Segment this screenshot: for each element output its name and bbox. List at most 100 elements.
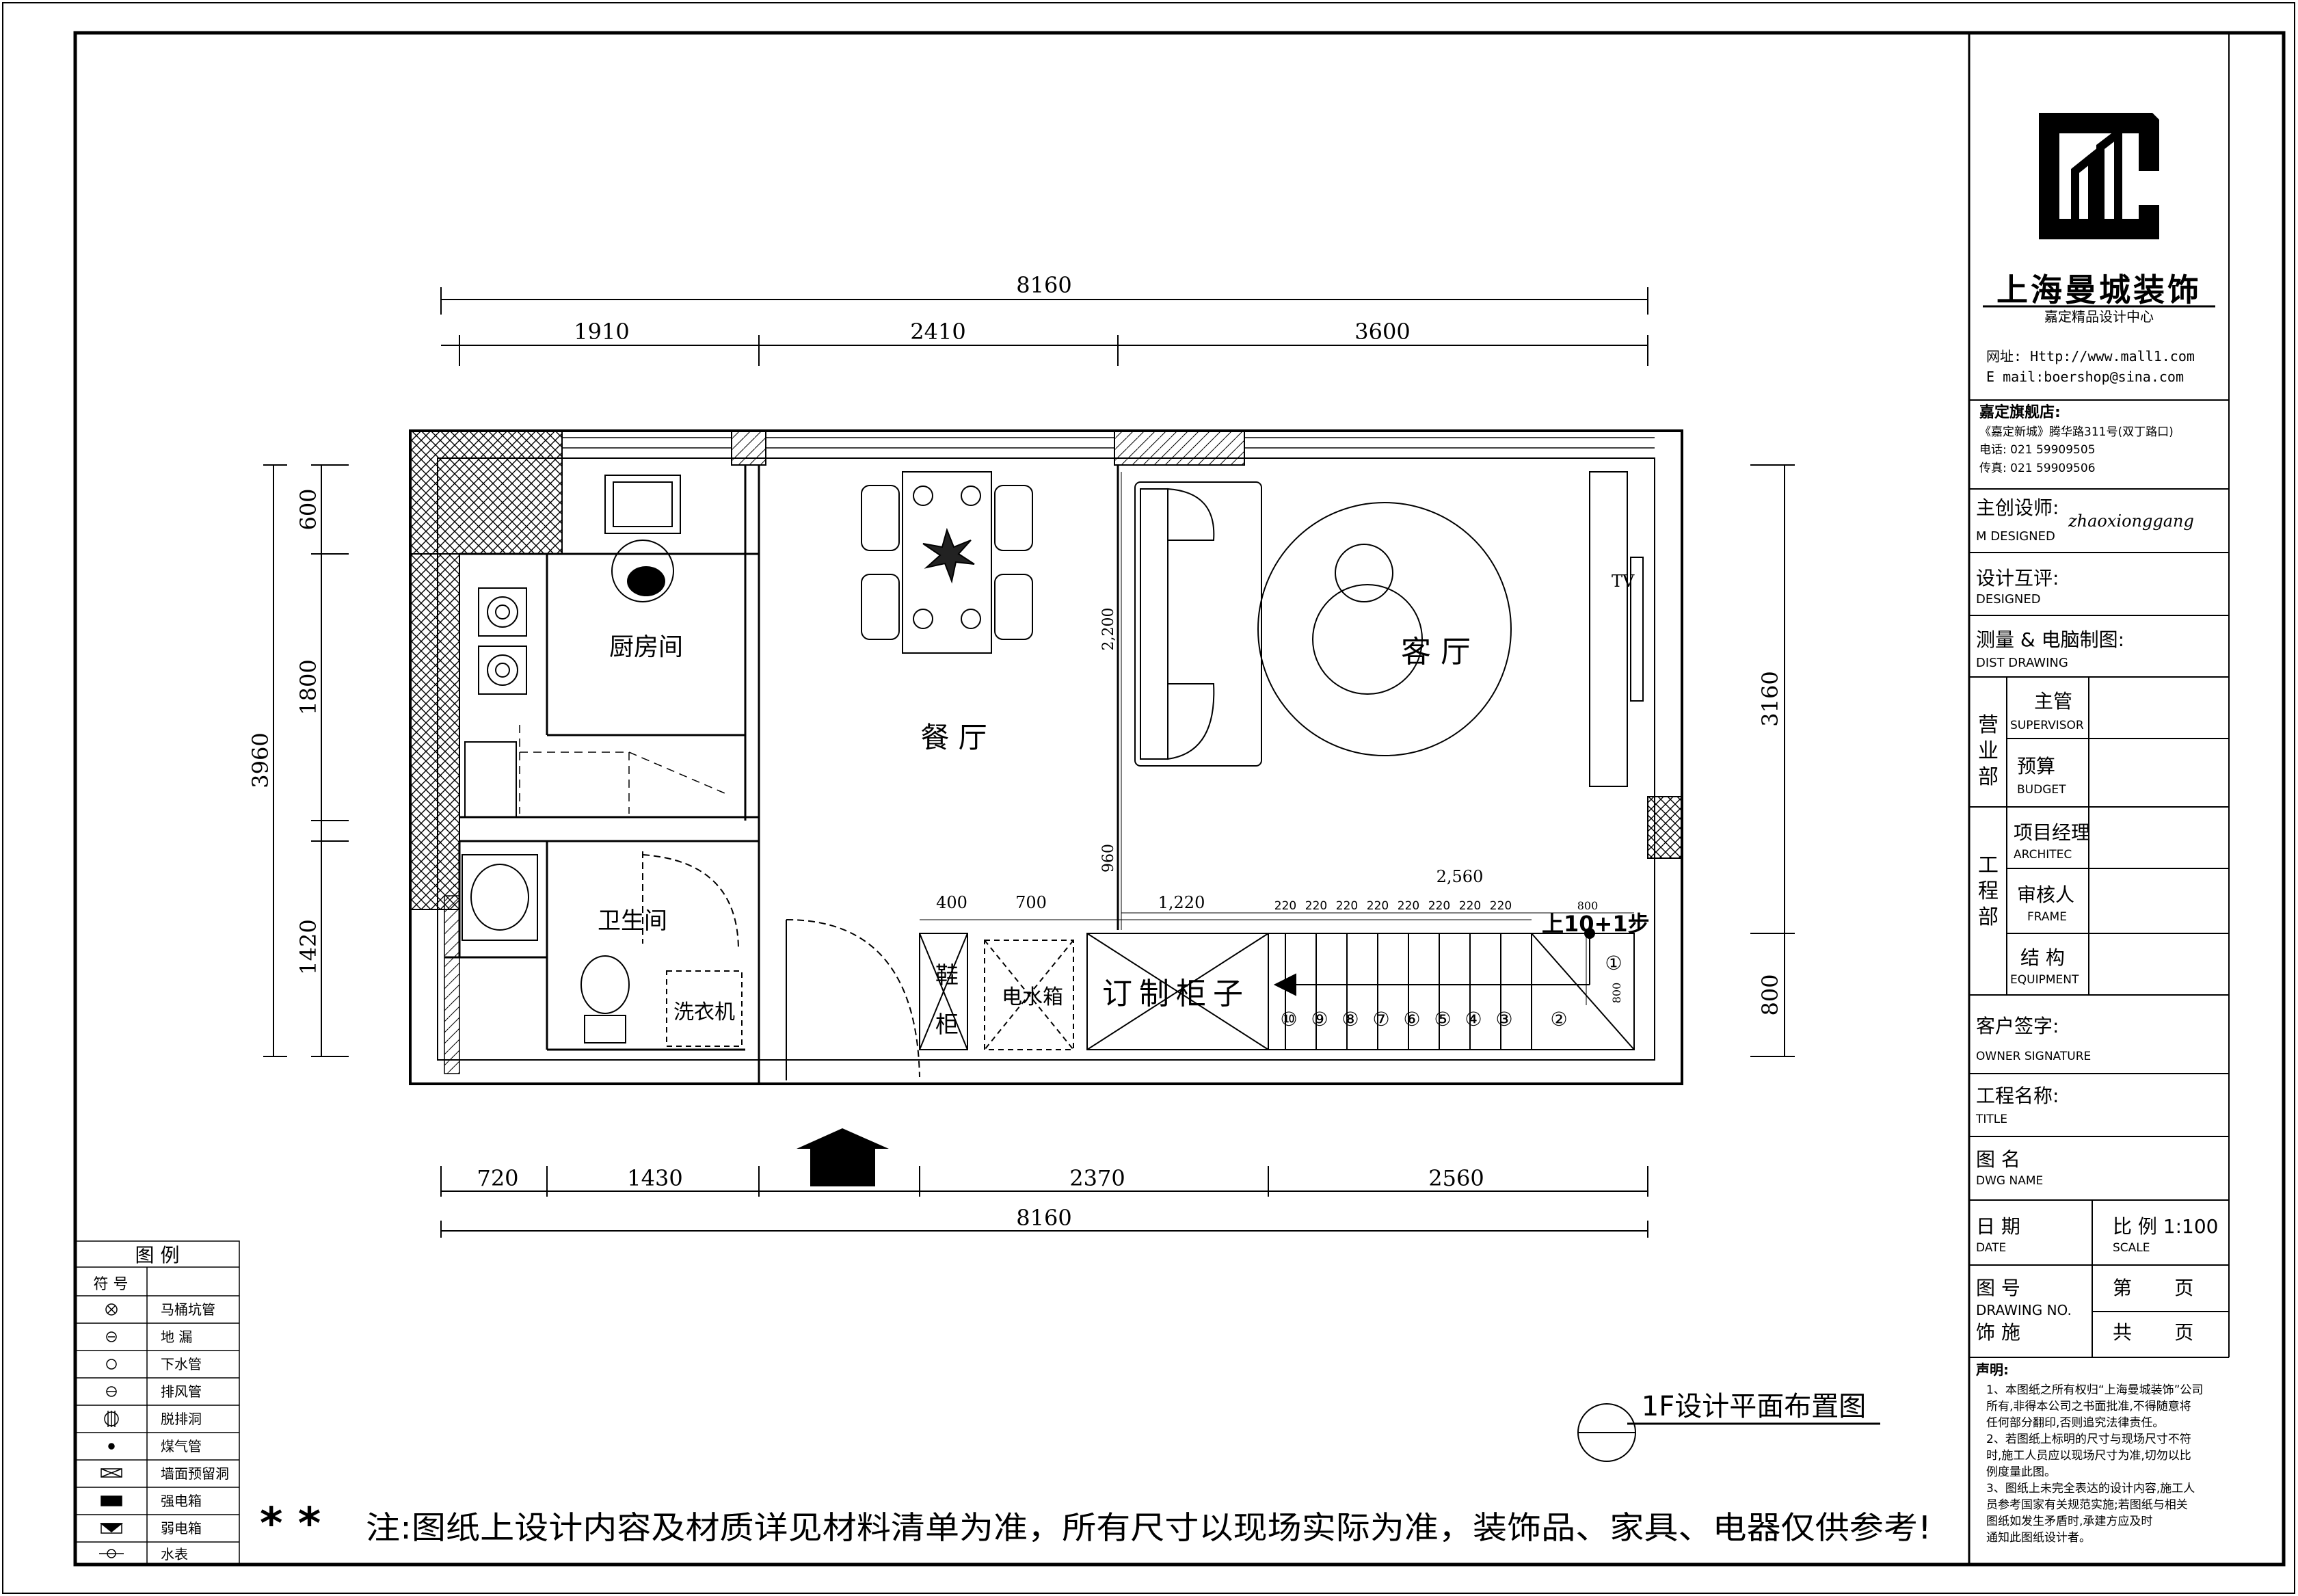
pm-cn: 项目经理: [2014, 821, 2090, 844]
svg-text:图纸如发生矛盾时,承建方应及时: 图纸如发生矛盾时,承建方应及时: [1986, 1515, 2152, 1528]
svg-text:⑧: ⑧: [1341, 1008, 1359, 1030]
svg-text:例度量此图。: 例度量此图。: [1986, 1465, 2056, 1479]
water-heater: [984, 940, 1074, 1050]
pm-en: ARCHITEC: [2014, 848, 2072, 862]
date-cn: 日 期: [1976, 1215, 2020, 1238]
dim-inner-700: 700: [1015, 893, 1047, 912]
svg-text:220: 220: [1274, 899, 1296, 913]
company-website: 网址: Http://www.mall1.com: [1986, 348, 2195, 364]
shoe-cabinet-label-1: 鞋: [935, 962, 959, 989]
company-logo-icon: [2039, 113, 2159, 239]
kitchen-sink: [604, 475, 681, 534]
column-hatch: [410, 430, 563, 555]
legend-items: 马桶坑管 地 漏 下水管 排风管 脱排洞 煤气管 墙面预留洞 强电箱 弱电箱 水…: [161, 1301, 229, 1562]
legend-title: 图 例: [135, 1244, 180, 1266]
store-label: 嘉定旗舰店:: [1979, 403, 2061, 421]
budget-en: BUDGET: [2017, 783, 2066, 797]
statement-text: 1、本图纸之所有权归“上海曼城装饰”公司 所有,非得本公司之书面批准,不得随意将…: [1986, 1383, 2203, 1545]
sofa: [1134, 481, 1262, 767]
svg-text:220: 220: [1305, 899, 1327, 913]
impl-cn: 饰 施: [1976, 1321, 2020, 1344]
designer-cn: 主创设师:: [1976, 496, 2059, 519]
room-kitchen: 厨房间: [609, 633, 683, 661]
eng-dept-label: 工 程 部: [1978, 853, 1999, 929]
project-en: TITLE: [1975, 1113, 2007, 1126]
dim-left-1: 600: [295, 488, 321, 530]
dim-left-total: 3960: [248, 732, 273, 788]
legend-table: [75, 1240, 240, 1565]
measure-cn: 测量 & 电脑制图:: [1976, 628, 2124, 651]
supervisor-en: SUPERVISOR: [2010, 719, 2084, 732]
svg-text:马桶坑管: 马桶坑管: [161, 1301, 215, 1318]
store-fax: 传真: 021 59909506: [1979, 462, 2096, 475]
room-dining: 餐 厅: [920, 721, 987, 754]
note-stars: * *: [260, 1499, 321, 1550]
dim-inner-1220: 1,220: [1158, 893, 1205, 912]
shoe-cabinet: [919, 933, 968, 1050]
dim-inner-800: 800: [1577, 899, 1599, 912]
person-figure: [611, 540, 674, 602]
svg-text:通知此图纸设计者。: 通知此图纸设计者。: [1986, 1531, 2091, 1545]
svg-text:220: 220: [1428, 899, 1450, 913]
svg-text:1F设计平面布置图: 1F设计平面布置图: [1642, 1391, 1866, 1422]
coffee-table: [1257, 502, 1512, 756]
svg-text:⑨: ⑨: [1311, 1008, 1328, 1030]
svg-text:③: ③: [1495, 1008, 1512, 1030]
dim-bottom-1: 720: [477, 1165, 518, 1191]
legend-header: 符 号: [94, 1276, 129, 1293]
svg-text:⑦: ⑦: [1372, 1008, 1389, 1030]
stair-up-label: 上10+1步: [1542, 911, 1650, 937]
dim-top-2: 2410: [910, 319, 965, 345]
dimension-lines: [263, 287, 1795, 1238]
svg-text:1、本图纸之所有权归“上海曼城装饰”公司: 1、本图纸之所有权归“上海曼城装饰”公司: [1986, 1383, 2203, 1397]
tv-label: TV: [1612, 572, 1635, 591]
store-phone: 电话: 021 59909505: [1979, 443, 2096, 457]
budget-cn: 预算: [2017, 755, 2055, 777]
svg-text:水表: 水表: [161, 1546, 188, 1562]
svg-text:⑥: ⑥: [1403, 1008, 1420, 1030]
scale-cn: 比 例 1:100: [2113, 1215, 2219, 1238]
svg-text:220: 220: [1367, 899, 1389, 913]
svg-text:④: ④: [1465, 1008, 1482, 1030]
dim-top-3: 3600: [1354, 319, 1410, 345]
svg-text:所有,非得本公司之书面批准,不得随意将: 所有,非得本公司之书面批准,不得随意将: [1986, 1400, 2191, 1413]
staircase: [1268, 928, 1635, 1050]
page-number: 第 页: [2113, 1277, 2193, 1299]
structure-cn: 结 构: [2020, 946, 2065, 969]
dwgname-cn: 图 名: [1976, 1148, 2020, 1171]
dim-inner-960: 960: [1100, 844, 1117, 873]
svg-text:营: 营: [1978, 713, 1999, 737]
svg-text:强电箱: 强电箱: [161, 1493, 202, 1509]
svg-text:220: 220: [1459, 899, 1481, 913]
svg-text:弱电箱: 弱电箱: [161, 1520, 202, 1537]
svg-text:⑩: ⑩: [1280, 1008, 1297, 1030]
washer-label: 洗衣机: [673, 1000, 735, 1024]
measure-en: DIST DRAWING: [1976, 656, 2068, 670]
drawing-frame: [73, 31, 2286, 1567]
dim-inner-2560: 2,560: [1437, 867, 1484, 886]
wall-hatch: [410, 553, 460, 910]
company-name: 上海曼城装饰: [1996, 271, 2202, 308]
tv-cabinet: [1589, 471, 1628, 787]
stair-numbers: ⑩ ⑨ ⑧ ⑦ ⑥ ⑤ ④ ③ ② ①: [1280, 952, 1622, 1030]
dim-bottom-4: 2560: [1428, 1165, 1484, 1191]
entrance-door: [786, 919, 920, 1080]
custom-cabinet-label: 订制柜子: [1102, 976, 1250, 1011]
dim-bottom-3: 2370: [1069, 1165, 1125, 1191]
store-address: 《嘉定新城》腾华路311号(双丁路口): [1979, 425, 2174, 439]
supervisor-cn: 主管: [2034, 690, 2072, 713]
svg-text:排风管: 排风管: [161, 1383, 202, 1400]
svg-text:地 漏: 地 漏: [161, 1329, 192, 1345]
dim-top-1: 1910: [574, 319, 629, 345]
dim-right-2: 800: [1757, 974, 1783, 1015]
date-en: DATE: [1976, 1241, 2006, 1255]
dining-table: [861, 471, 1033, 654]
plan-area: [409, 429, 1683, 1186]
room-bathroom: 卫生间: [598, 907, 667, 935]
company-subtitle: 嘉定精品设计中心: [2044, 308, 2154, 325]
review-en: DESIGNED: [1976, 592, 2041, 607]
dim-bottom-2: 1430: [627, 1165, 682, 1191]
svg-text:⑤: ⑤: [1434, 1008, 1451, 1030]
statement-title: 声明:: [1975, 1361, 2009, 1378]
